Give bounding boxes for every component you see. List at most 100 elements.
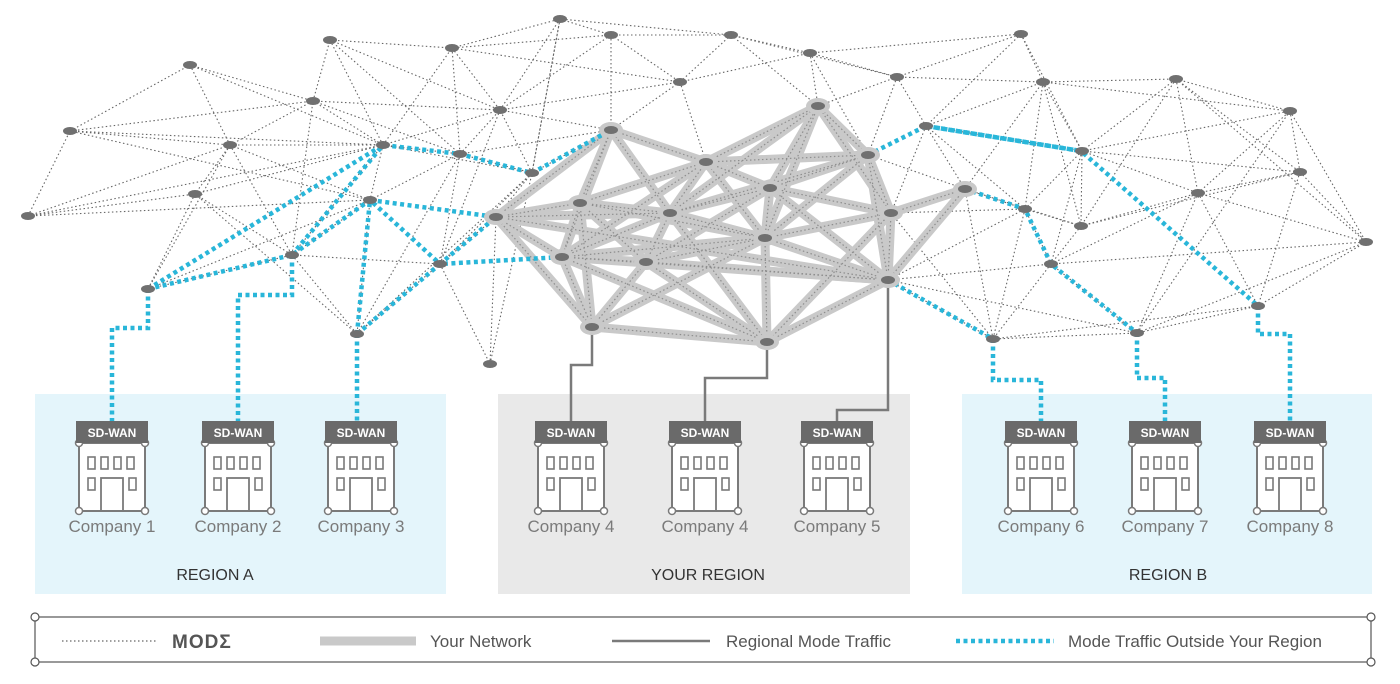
mode-link	[730, 34, 819, 107]
mode-link	[27, 193, 196, 217]
building-corner	[74, 506, 84, 516]
network-node	[1283, 107, 1297, 115]
mode-link	[439, 153, 461, 265]
window-icon	[559, 456, 568, 470]
network-node	[306, 97, 320, 105]
sdwan-badge	[1129, 421, 1201, 443]
mode-link	[27, 130, 71, 217]
network-link-overlay	[769, 187, 892, 214]
mode-link	[896, 76, 927, 127]
network-link-overlay	[591, 326, 768, 343]
mode-link	[809, 52, 819, 107]
regional-traffic-link	[569, 327, 594, 425]
mode-link	[69, 130, 231, 146]
window-icon	[1181, 477, 1190, 491]
window-icon	[546, 477, 555, 491]
network-node	[1293, 168, 1307, 176]
company-label: Company 3	[318, 517, 405, 536]
sdwan-badge	[1254, 421, 1326, 443]
mode-link	[1020, 33, 1044, 83]
network-link-overlay	[579, 202, 593, 328]
mode-link	[610, 81, 681, 131]
mode-link	[1299, 171, 1367, 243]
window-icon	[1140, 456, 1149, 470]
regional-traffic-link	[835, 280, 890, 425]
network-node	[483, 360, 497, 368]
mode-link	[1136, 110, 1291, 334]
window-icon	[1265, 456, 1274, 470]
outside-traffic-link	[290, 143, 385, 257]
building-icon	[671, 442, 739, 512]
door-icon	[349, 477, 373, 512]
mode-link	[229, 144, 293, 256]
window-icon	[254, 477, 263, 491]
window-icon	[1306, 477, 1315, 491]
network-link-overlay	[705, 154, 869, 163]
window-icon	[719, 456, 728, 470]
mode-link	[229, 144, 371, 201]
network-node	[861, 151, 875, 159]
mode-link	[499, 81, 681, 111]
building-icon	[537, 442, 605, 512]
network-link-overlay	[817, 105, 892, 214]
mode-link	[329, 39, 453, 49]
mode-link	[1257, 241, 1367, 307]
network-node	[1018, 205, 1032, 213]
mode-link	[817, 76, 898, 107]
mode-link	[1042, 81, 1083, 152]
mode-link	[559, 18, 612, 36]
network-node	[285, 251, 299, 259]
window-icon	[1304, 456, 1313, 470]
mode-link	[27, 144, 231, 217]
mode-link	[194, 144, 384, 195]
window-icon	[1057, 477, 1066, 491]
network-link-overlay	[669, 105, 819, 214]
mode-link	[1175, 78, 1367, 243]
building-icon	[204, 442, 272, 512]
network-link-overlay	[669, 212, 766, 239]
network-node	[183, 61, 197, 69]
company-label: Company 5	[794, 517, 881, 536]
network-node	[585, 323, 599, 331]
network-node	[604, 126, 618, 134]
mode-link	[329, 39, 501, 111]
mode-link	[356, 199, 371, 335]
sdwan-badge	[202, 421, 274, 443]
mode-link	[1175, 78, 1301, 173]
legend-mode-logo: MODΣ	[172, 632, 232, 653]
window-icon	[1153, 456, 1162, 470]
network-link-overlay	[764, 187, 771, 239]
sdwan-label: SD-WAN	[547, 426, 596, 440]
window-icon	[239, 456, 248, 470]
building-icon	[1007, 442, 1075, 512]
network-node	[1036, 78, 1050, 86]
network-link-overlay	[561, 256, 768, 343]
network-link-overlay	[766, 212, 892, 343]
mode-link	[1197, 192, 1259, 307]
network-node	[1075, 147, 1089, 155]
mode-link	[291, 254, 441, 265]
window-icon	[1179, 456, 1188, 470]
network-link-overlay	[495, 216, 593, 328]
mode-link	[489, 172, 533, 365]
mode-link	[1081, 150, 1301, 173]
network-link-overlay	[764, 237, 768, 343]
window-icon	[572, 456, 581, 470]
window-icon	[585, 456, 594, 470]
sdwan-badge	[76, 421, 148, 443]
outside-traffic-link	[1134, 333, 1168, 425]
mode-link	[1197, 192, 1367, 243]
mode-link	[1050, 241, 1367, 265]
your-region-label: YOUR REGION	[651, 567, 765, 584]
mode-link	[809, 52, 898, 78]
network-node	[63, 127, 77, 135]
mode-link	[356, 172, 533, 335]
network-link-overlay	[766, 279, 889, 343]
window-icon	[812, 477, 821, 491]
sdwan-label: SD-WAN	[214, 426, 263, 440]
mode-link	[382, 109, 501, 146]
mode-link	[679, 52, 811, 83]
network-link-overlay	[610, 129, 671, 214]
window-icon	[362, 456, 371, 470]
